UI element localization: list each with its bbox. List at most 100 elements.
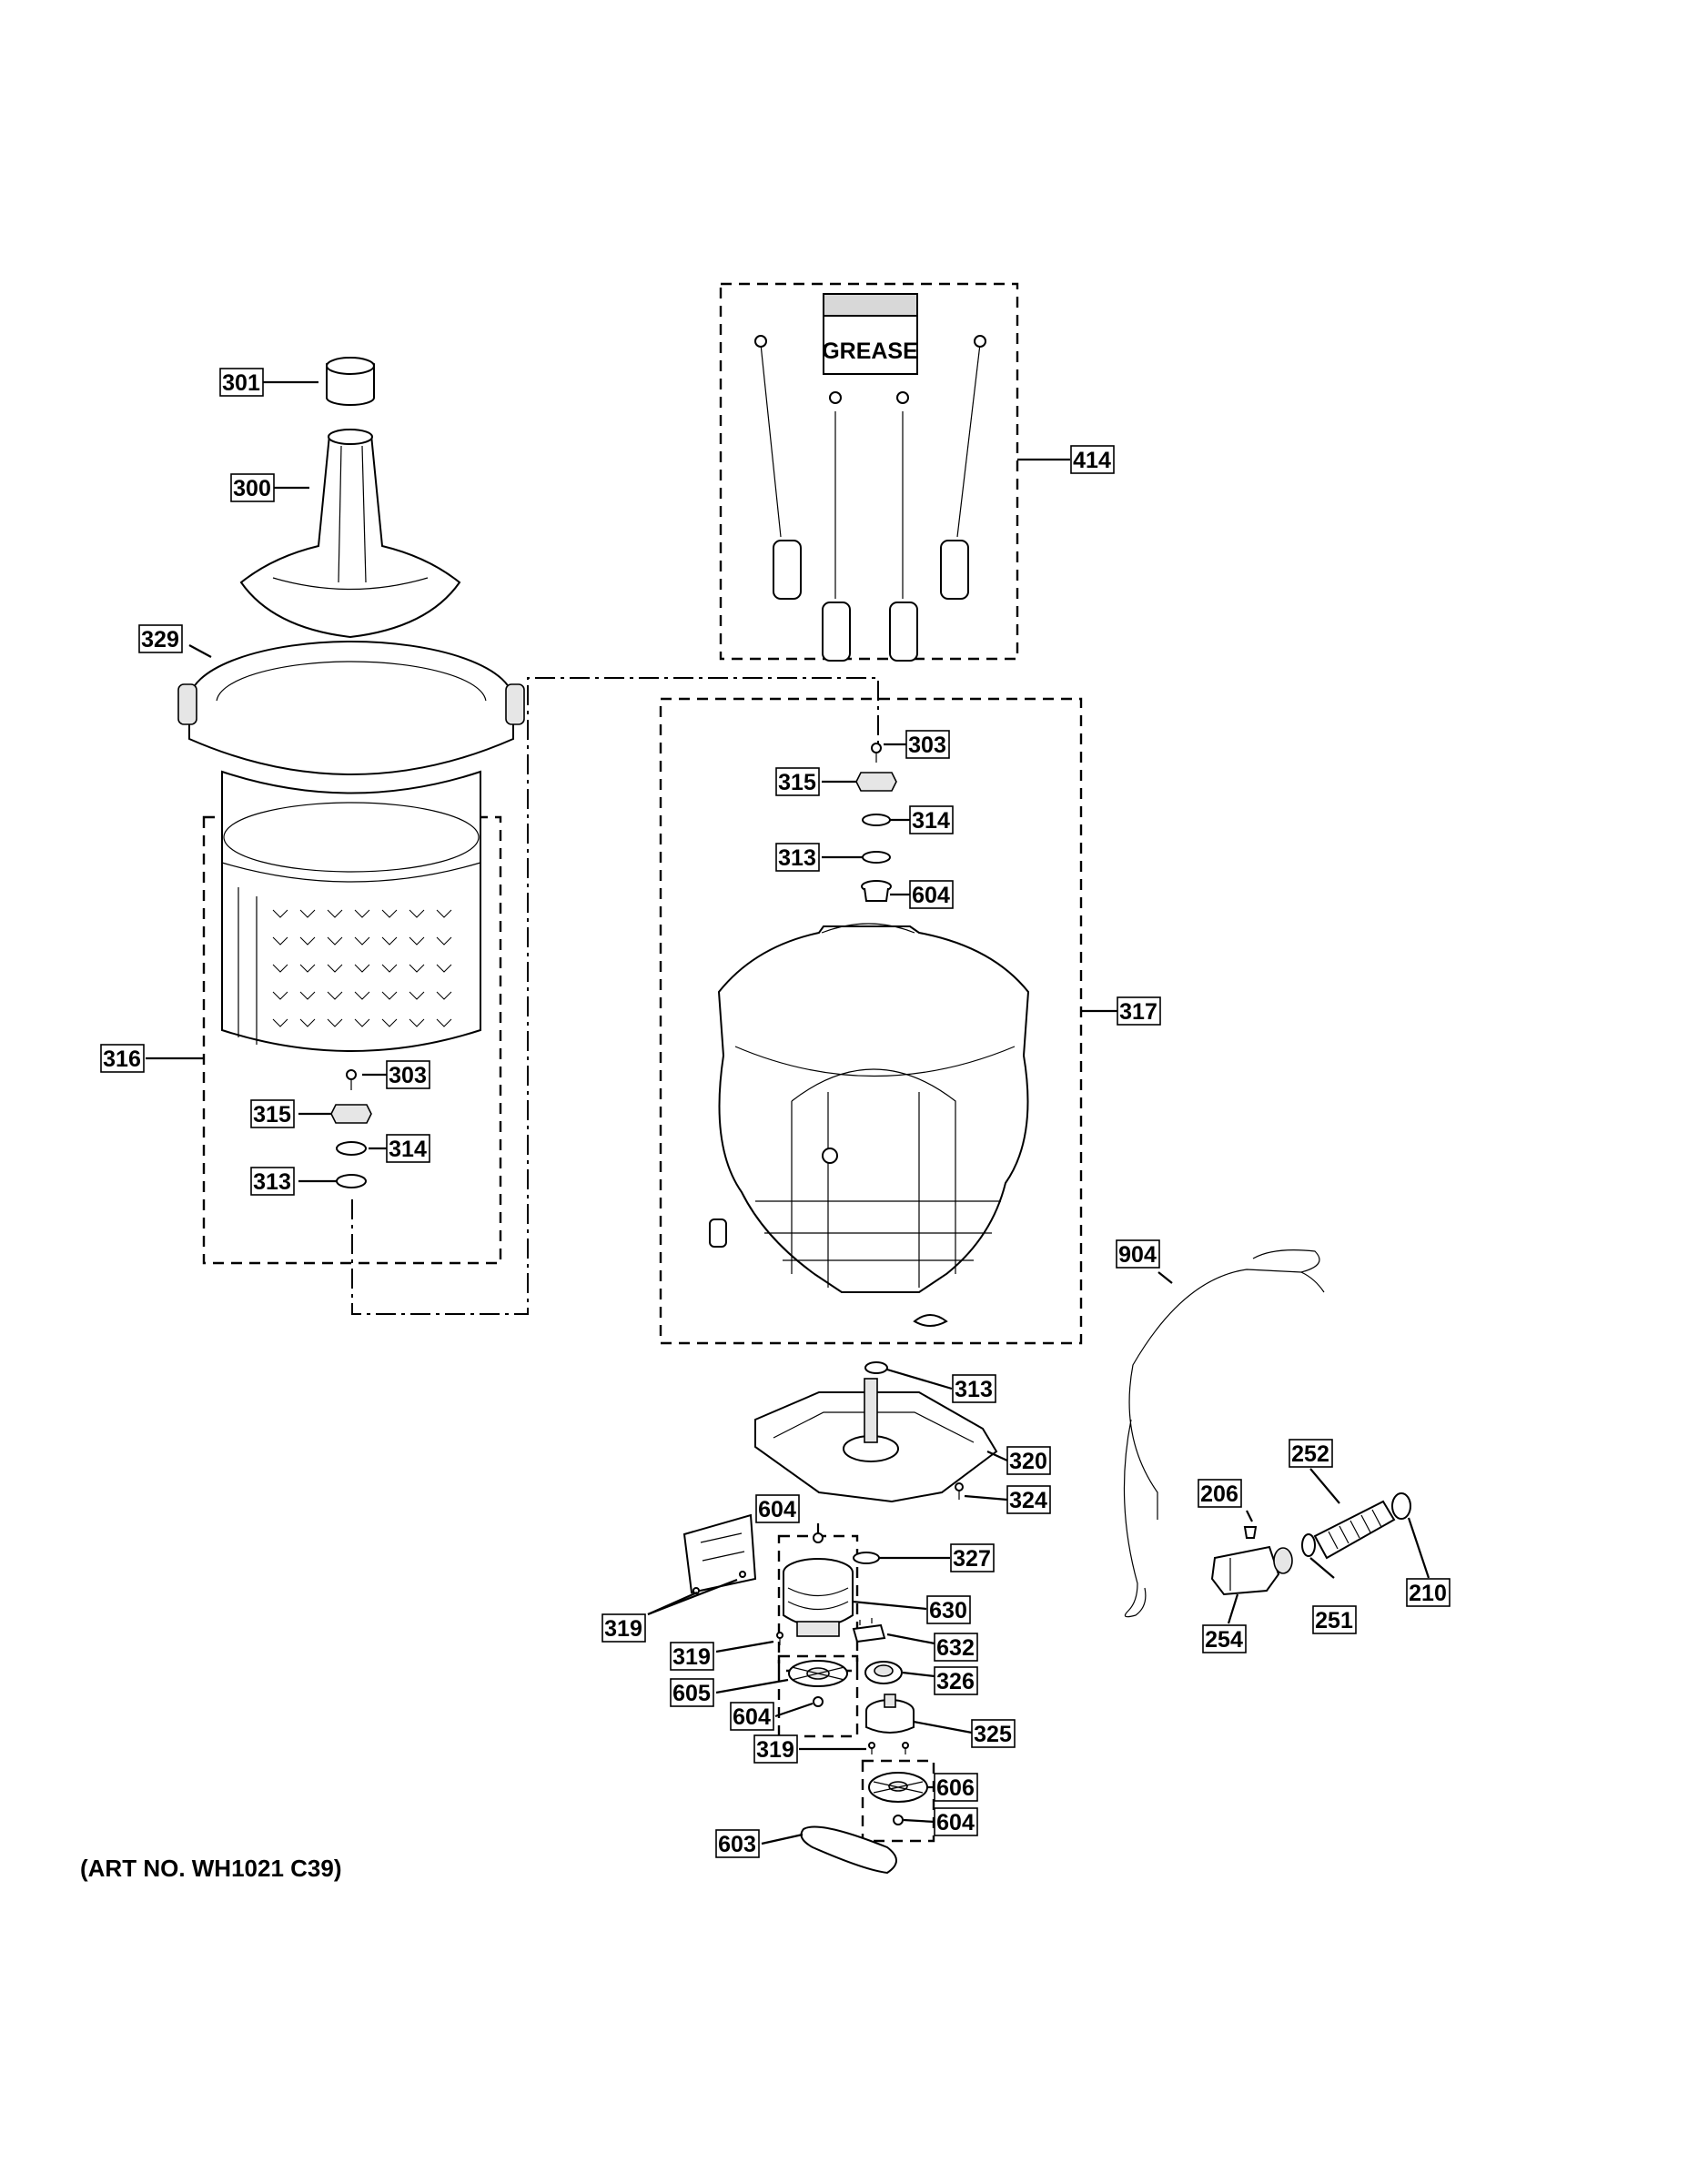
washer-314-left (336, 1141, 367, 1156)
svg-text:630: 630 (929, 1598, 967, 1623)
svg-text:300: 300 (233, 476, 271, 501)
svg-text:315: 315 (253, 1102, 291, 1127)
drain-hose-252 (1313, 1500, 1396, 1560)
callout-210: 210 (1406, 1578, 1450, 1607)
bolt-303-left (346, 1069, 357, 1090)
callout-605: 605 (670, 1678, 714, 1707)
svg-text:251: 251 (1315, 1608, 1353, 1633)
art-number-note: (ART NO. WH1021 C39) (80, 1855, 342, 1882)
callout-604-low: 604 (730, 1702, 774, 1731)
callout-320: 320 (1006, 1446, 1051, 1475)
clamp-ring (913, 1314, 948, 1327)
group-414-box (719, 282, 1019, 661)
callout-313-left: 313 (250, 1167, 295, 1196)
bushing-604-bottom (893, 1815, 904, 1825)
wash-basket-316 (221, 770, 481, 1052)
svg-text:325: 325 (974, 1722, 1012, 1747)
callout-904: 904 (1116, 1239, 1160, 1269)
mounting-plate-320 (754, 1378, 998, 1503)
svg-text:604: 604 (912, 883, 950, 908)
callout-303-right: 303 (905, 730, 950, 759)
callout-315-right: 315 (775, 767, 820, 796)
callout-604-bottom: 604 (934, 1807, 978, 1836)
svg-text:313: 313 (778, 845, 816, 871)
callout-414: 414 (1070, 445, 1115, 474)
outer-tub-317 (709, 923, 1030, 1293)
bearing-326 (864, 1661, 903, 1684)
clamp-210 (1391, 1492, 1411, 1520)
callout-630: 630 (926, 1595, 971, 1624)
callout-315-left: 315 (250, 1099, 295, 1128)
svg-text:604: 604 (758, 1497, 796, 1522)
bracket-319 (682, 1513, 757, 1594)
callout-604-mid: 604 (755, 1494, 800, 1523)
group-606-box (861, 1759, 935, 1843)
svg-text:326: 326 (936, 1669, 975, 1694)
callout-301: 301 (219, 368, 264, 397)
svg-text:317: 317 (1119, 999, 1157, 1025)
shaft-link-line (351, 677, 879, 1315)
svg-text:254: 254 (1205, 1627, 1243, 1653)
callout-632: 632 (934, 1633, 978, 1662)
svg-text:313: 313 (955, 1377, 993, 1402)
grease-kit-414: GREASE (754, 293, 986, 662)
svg-text:313: 313 (253, 1169, 291, 1195)
callout-313-lower: 313 (952, 1374, 996, 1403)
grease-text: GREASE (822, 339, 918, 364)
screw-319-b (868, 1742, 909, 1754)
callout-324: 324 (1006, 1485, 1051, 1514)
screw-324 (955, 1482, 964, 1500)
rotor-605 (788, 1660, 848, 1687)
wire-harness-tail (1300, 1271, 1325, 1293)
callout-313-right: 313 (775, 843, 820, 872)
callout-603: 603 (715, 1829, 760, 1858)
callout-317: 317 (1117, 996, 1161, 1026)
callout-319-a: 319 (601, 1613, 646, 1643)
svg-text:327: 327 (953, 1546, 991, 1572)
callout-314-right: 314 (909, 805, 954, 834)
callout-606: 606 (934, 1773, 978, 1802)
callout-251: 251 (1312, 1605, 1357, 1634)
svg-text:315: 315 (778, 770, 816, 795)
svg-text:314: 314 (389, 1137, 427, 1162)
callout-329: 329 (138, 624, 183, 653)
svg-text:314: 314 (912, 808, 950, 834)
svg-text:210: 210 (1409, 1581, 1447, 1606)
callout-325: 325 (971, 1719, 1016, 1748)
callout-303-left: 303 (386, 1060, 430, 1089)
svg-text:319: 319 (672, 1644, 711, 1670)
washer-313-right (862, 851, 891, 864)
svg-text:329: 329 (141, 627, 179, 652)
svg-text:206: 206 (1200, 1481, 1238, 1507)
callout-319-c: 319 (753, 1734, 798, 1764)
svg-text:414: 414 (1073, 448, 1111, 473)
screw-206 (1243, 1526, 1258, 1539)
clamp-251 (1301, 1533, 1316, 1557)
bushing-604-top (861, 880, 892, 902)
svg-text:632: 632 (936, 1635, 975, 1661)
drain-pump-254 (1210, 1545, 1293, 1596)
hub-325 (865, 1694, 915, 1734)
callout-604-top: 604 (909, 880, 954, 909)
bushing-604-mid (813, 1532, 824, 1543)
svg-text:320: 320 (1009, 1449, 1047, 1474)
drive-belt-603 (800, 1825, 897, 1875)
svg-text:252: 252 (1291, 1441, 1329, 1467)
bolt-303-right (871, 743, 882, 763)
group-605-box (777, 1654, 859, 1738)
basket-perforations (272, 909, 452, 1027)
nut-315-right (855, 772, 897, 792)
callout-316: 316 (100, 1044, 145, 1073)
svg-text:605: 605 (672, 1681, 711, 1706)
agitator-cap-301 (326, 357, 375, 406)
suspension-rod (822, 391, 851, 662)
callout-327: 327 (950, 1543, 995, 1572)
o-ring-327 (853, 1552, 880, 1564)
suspension-rod (889, 391, 918, 662)
nut-315-left (330, 1104, 372, 1124)
svg-text:604: 604 (733, 1704, 771, 1730)
svg-text:324: 324 (1009, 1488, 1047, 1513)
svg-text:606: 606 (936, 1775, 975, 1801)
svg-text:301: 301 (222, 370, 260, 396)
